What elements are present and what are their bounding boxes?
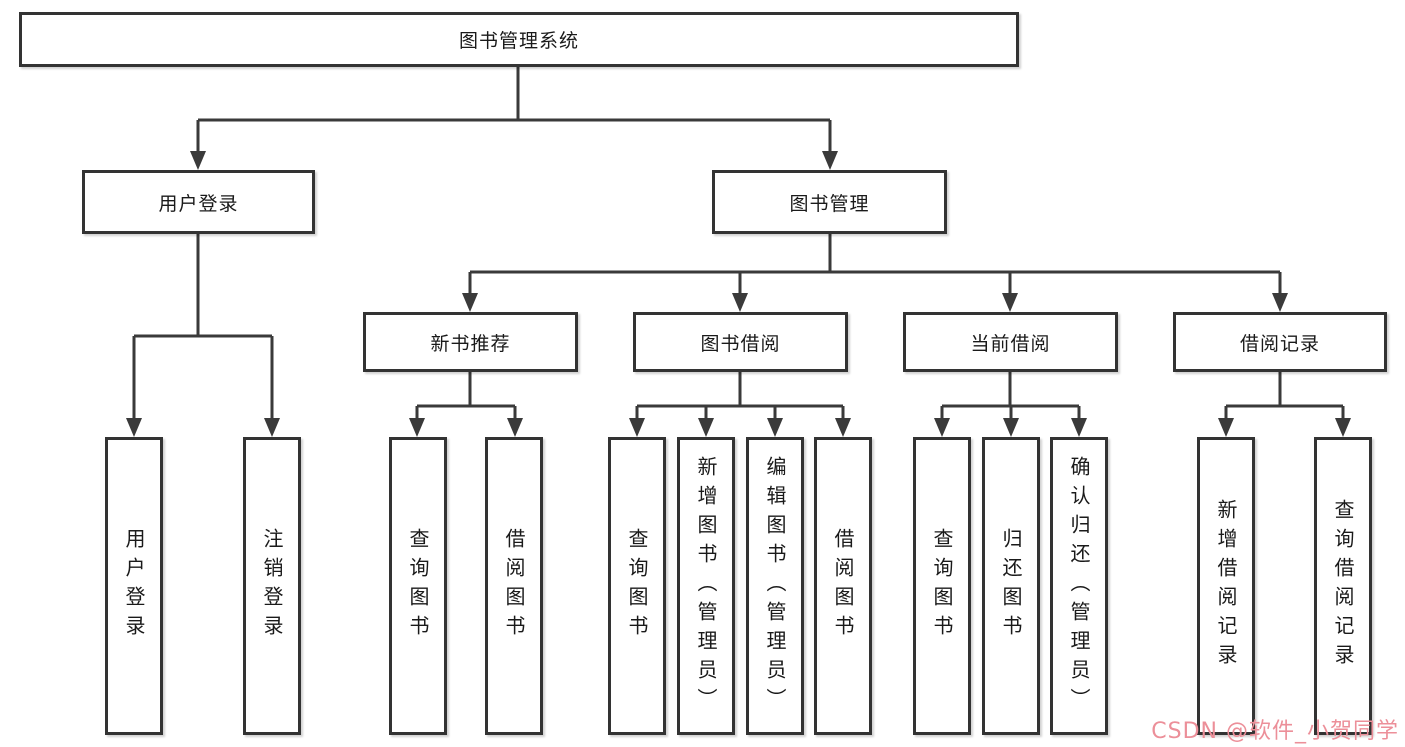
- node-new-book-recommend: 新书推荐: [363, 312, 578, 372]
- leaf-add-borrow-record-label: 新增借阅记录: [1214, 499, 1238, 673]
- leaf-borrow-books: 借阅图书: [814, 437, 872, 735]
- leaf-borrow-books-label: 借阅图书: [831, 528, 855, 644]
- leaf-logout: 注销登录: [243, 437, 301, 735]
- leaf-borrow-books-recommend-label: 借阅图书: [502, 528, 526, 644]
- node-user-login: 用户登录: [82, 170, 315, 234]
- leaf-add-book-admin: 新增图书（管理员）: [677, 437, 735, 735]
- leaf-user-login: 用户登录: [105, 437, 163, 735]
- node-user-login-label: 用户登录: [158, 192, 239, 215]
- node-current-borrow-label: 当前借阅: [970, 332, 1051, 355]
- leaf-edit-book-admin: 编辑图书（管理员）: [746, 437, 804, 735]
- node-borrow-records-label: 借阅记录: [1239, 332, 1320, 355]
- csdn-watermark: CSDN @软件_小贺同学: [1151, 719, 1399, 744]
- arrowheads: [126, 151, 1351, 437]
- leaf-query-books-current-label: 查询图书: [930, 528, 954, 644]
- leaf-add-book-admin-label: 新增图书（管理员）: [694, 455, 718, 717]
- node-new-book-recommend-label: 新书推荐: [430, 332, 511, 355]
- node-book-borrow-label: 图书借阅: [700, 332, 781, 355]
- node-book-management: 图书管理: [712, 170, 947, 234]
- leaf-query-borrow-record-label: 查询借阅记录: [1331, 499, 1355, 673]
- leaf-confirm-return-admin: 确认归还（管理员）: [1050, 437, 1108, 735]
- leaf-confirm-return-admin-label: 确认归还（管理员）: [1067, 455, 1091, 717]
- leaf-user-login-label: 用户登录: [122, 528, 146, 644]
- root-node: 图书管理系统: [19, 12, 1019, 67]
- leaf-add-borrow-record: 新增借阅记录: [1197, 437, 1255, 735]
- leaf-borrow-books-recommend: 借阅图书: [485, 437, 543, 735]
- leaf-query-books-recommend-label: 查询图书: [406, 528, 430, 644]
- leaf-query-books-recommend: 查询图书: [389, 437, 447, 735]
- node-borrow-records: 借阅记录: [1173, 312, 1387, 372]
- leaf-edit-book-admin-label: 编辑图书（管理员）: [763, 455, 787, 717]
- leaf-query-books-borrow-label: 查询图书: [625, 528, 649, 644]
- node-current-borrow: 当前借阅: [903, 312, 1118, 372]
- leaf-query-books-borrow: 查询图书: [608, 437, 666, 735]
- node-book-management-label: 图书管理: [789, 192, 870, 215]
- leaf-return-book: 归还图书: [982, 437, 1040, 735]
- leaf-query-books-current: 查询图书: [913, 437, 971, 735]
- node-book-borrow: 图书借阅: [633, 312, 848, 372]
- leaf-return-book-label: 归还图书: [999, 528, 1023, 644]
- leaf-logout-label: 注销登录: [260, 528, 284, 644]
- root-node-label: 图书管理系统: [458, 30, 579, 52]
- leaf-query-borrow-record: 查询借阅记录: [1314, 437, 1372, 735]
